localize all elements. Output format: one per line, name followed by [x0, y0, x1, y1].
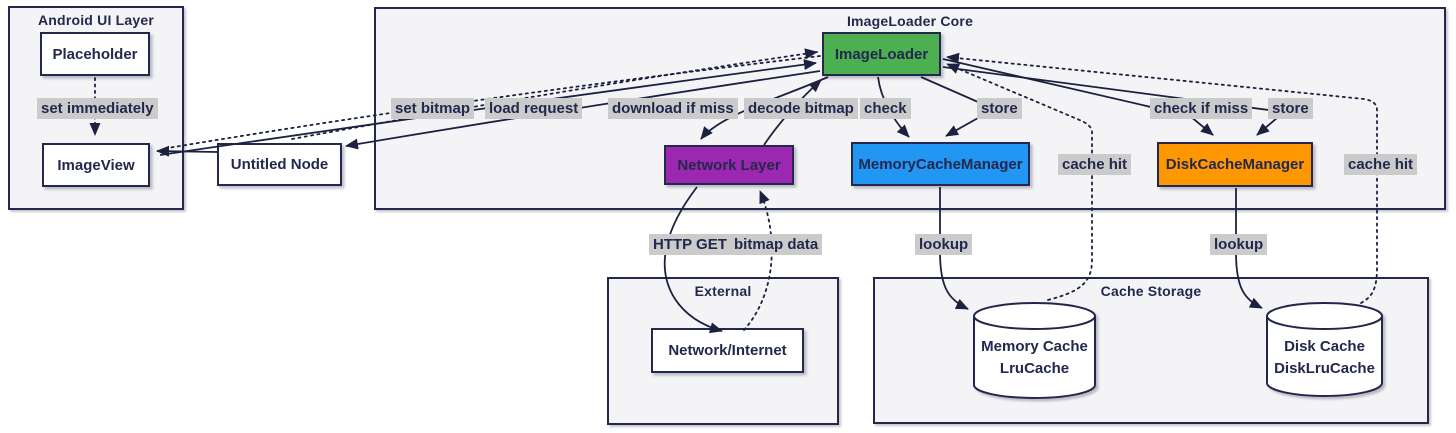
- edge-label-set-immediately: set immediately: [37, 98, 158, 119]
- node-untitled-label: Untitled Node: [230, 156, 329, 173]
- node-network-layer-label: Network Layer: [677, 156, 781, 174]
- node-memory-cache[interactable]: Memory Cache LruCache: [974, 336, 1095, 380]
- node-imageview-label: ImageView: [57, 156, 135, 174]
- node-imageloader[interactable]: ImageLoader: [822, 32, 941, 76]
- node-imageloader-label: ImageLoader: [834, 45, 929, 63]
- subgraph-title-android: Android UI Layer: [38, 12, 154, 28]
- subgraph-title-cache-storage: Cache Storage: [1100, 283, 1202, 299]
- edge-label-lookup-disk: lookup: [1210, 234, 1268, 255]
- node-network-layer[interactable]: Network Layer: [664, 145, 794, 185]
- node-network-internet[interactable]: Network/Internet: [651, 328, 804, 373]
- node-placeholder-label: Placeholder: [52, 45, 138, 63]
- edge-label-bitmap-data: bitmap data: [730, 234, 823, 255]
- node-network-internet-label: Network/Internet: [668, 342, 787, 359]
- edge-label-load-request: load request: [485, 98, 583, 119]
- node-memory-cache-manager-label: MemoryCacheManager: [858, 155, 1023, 173]
- node-memory-cache-manager[interactable]: MemoryCacheManager: [851, 142, 1030, 186]
- node-imageview[interactable]: ImageView: [42, 143, 150, 187]
- edge-label-set-bitmap: set bitmap: [391, 98, 475, 119]
- edge-label-cache-hit-memory: cache hit: [1058, 154, 1132, 175]
- edge-label-decode-bitmap: decode bitmap: [744, 98, 858, 119]
- node-placeholder[interactable]: Placeholder: [40, 32, 150, 76]
- memory-cache-line2: LruCache: [999, 360, 1070, 377]
- node-disk-cache[interactable]: Disk Cache DiskLruCache: [1267, 336, 1382, 380]
- disk-cache-line2: DiskLruCache: [1274, 360, 1375, 377]
- node-disk-cache-manager-label: DiskCacheManager: [1165, 156, 1305, 173]
- edge-label-lookup-memory: lookup: [915, 234, 973, 255]
- memory-cache-line1: Memory Cache: [981, 338, 1088, 355]
- node-disk-cache-manager[interactable]: DiskCacheManager: [1157, 142, 1313, 187]
- edge-label-store-memory: store: [977, 98, 1022, 119]
- node-untitled[interactable]: Untitled Node: [217, 143, 342, 186]
- edge-label-cache-hit-disk: cache hit: [1344, 154, 1418, 175]
- edge-label-check-if-miss: check if miss: [1150, 98, 1253, 119]
- edge-label-store-disk: store: [1268, 98, 1313, 119]
- subgraph-title-external: External: [694, 283, 752, 299]
- edge-label-http-get: HTTP GET: [649, 234, 731, 255]
- edge-label-download-if-miss: download if miss: [608, 98, 738, 119]
- subgraph-title-core: ImageLoader Core: [846, 13, 974, 29]
- disk-cache-line1: Disk Cache: [1284, 338, 1365, 355]
- edge-label-check: check: [860, 98, 911, 119]
